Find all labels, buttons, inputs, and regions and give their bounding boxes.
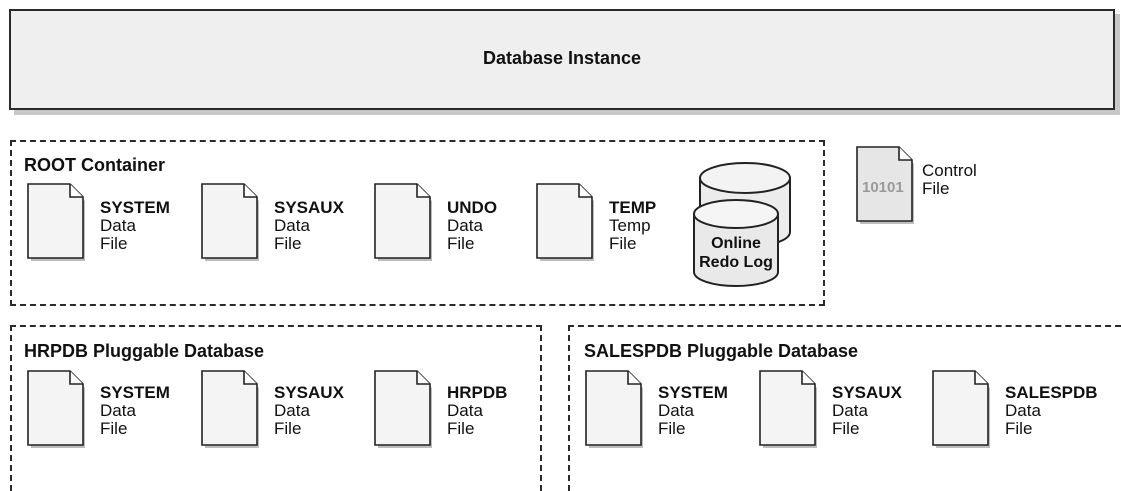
database-instance-box: Database Instance <box>9 9 1115 110</box>
redo-log-label: Online Redo Log <box>699 235 773 271</box>
control-file-label: Control File <box>922 161 977 198</box>
root-sysaux-file-icon <box>201 183 261 263</box>
hrpdb-region-top <box>10 325 542 327</box>
salespdb-region-left <box>568 325 570 491</box>
root-undo-file-icon <box>374 183 434 263</box>
salespdb-title: SALESPDB Pluggable Database <box>584 341 859 361</box>
hrpdb-region-left <box>10 325 12 491</box>
salespdb-sysaux-file-icon <box>759 370 819 450</box>
root-container-region <box>10 140 825 306</box>
hrpdb-hrpdb-file-icon <box>374 370 434 450</box>
hrpdb-title: HRPDB Pluggable Database <box>24 341 265 361</box>
root-container-title: ROOT Container <box>24 155 166 175</box>
root-temp-file-icon <box>536 183 596 263</box>
redo-log-cylinder-icon <box>693 162 791 287</box>
database-instance-title: Database Instance <box>482 48 642 68</box>
salespdb-salespdb-file-icon <box>932 370 992 450</box>
root-container-left-edge <box>10 140 12 306</box>
control-file-icon <box>856 146 916 226</box>
hrpdb-system-file-icon <box>27 370 87 450</box>
hrpdb-sysaux-file-icon <box>201 370 261 450</box>
root-system-file-icon <box>27 183 87 263</box>
hrpdb-region-right <box>540 325 542 491</box>
salespdb-region-top <box>568 325 1121 327</box>
salespdb-system-file-icon <box>585 370 645 450</box>
control-file-code: 10101 <box>862 179 904 196</box>
